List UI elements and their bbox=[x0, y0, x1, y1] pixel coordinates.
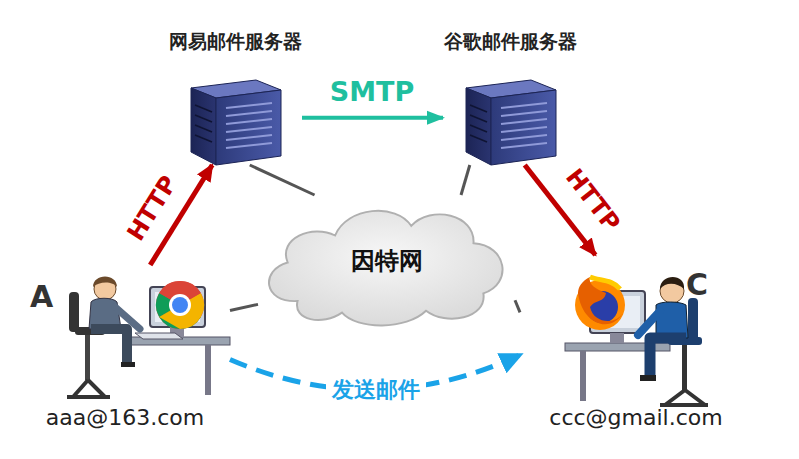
user-station-illustration bbox=[55, 267, 235, 411]
user-letter: A bbox=[30, 279, 53, 315]
mail-server-illustration bbox=[186, 70, 286, 174]
edge-label: HTTP bbox=[559, 163, 625, 237]
mail-server-illustration bbox=[461, 70, 561, 174]
user-letter: C bbox=[686, 267, 708, 303]
server-label: 谷歌邮件服务器 bbox=[443, 30, 577, 53]
email-address: aaa@163.com bbox=[20, 405, 230, 431]
server-label: 网易邮件服务器 bbox=[168, 30, 302, 53]
mail-server: 谷歌邮件服务器 bbox=[443, 30, 577, 165]
network-link bbox=[230, 304, 258, 310]
edge-label: HTTP bbox=[121, 170, 183, 245]
user-station: Aaaa@163.com bbox=[20, 265, 230, 440]
email-address: ccc@gmail.com bbox=[520, 405, 752, 431]
network-link bbox=[515, 300, 520, 312]
cloud-label: 因特网 bbox=[258, 247, 515, 276]
edge-label: SMTP bbox=[330, 76, 415, 108]
mail-server: 网易邮件服务器 bbox=[168, 30, 302, 165]
user-station: Cccc@gmail.com bbox=[520, 255, 780, 440]
smtp-arrow bbox=[302, 116, 443, 120]
internet-cloud: 因特网 bbox=[258, 195, 515, 330]
edge-label: 发送邮件 bbox=[326, 377, 426, 403]
network-link bbox=[250, 165, 315, 195]
network-link bbox=[461, 165, 470, 195]
